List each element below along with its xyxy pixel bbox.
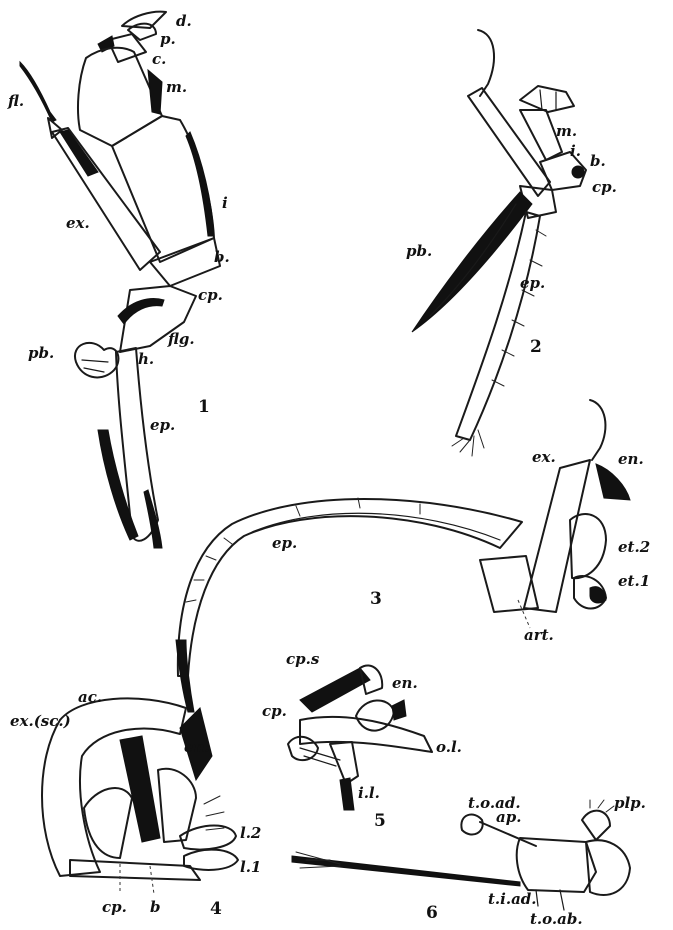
label-6-tiad: t.i.ad. [488, 890, 537, 908]
label-1-fl: fl. [7, 92, 24, 110]
figure-1-labels: d. p. c. m. fl. i ex. b. cp. flg. pb. h.… [7, 12, 230, 434]
label-3-en: en. [618, 450, 644, 468]
figure-3-drawing [176, 400, 630, 712]
label-2-i: i. [570, 142, 581, 160]
figure-2-number: 2 [530, 337, 542, 357]
figure-6-labels: t.o.ad. ap. plp. t.i.ad. t.o.ab. 6 [426, 794, 646, 928]
label-4-cp: cp. [102, 898, 127, 916]
label-4-l2: l.2 [240, 824, 261, 842]
label-1-pb: pb. [28, 344, 54, 362]
label-1-cp: cp. [198, 286, 223, 304]
label-3-ep: ep. [272, 534, 297, 552]
label-5-cps: cp.s [286, 650, 320, 668]
label-6-toab: t.o.ab. [530, 910, 583, 928]
label-4-ac: ac. [78, 688, 102, 706]
label-5-ol: o.l. [436, 738, 462, 756]
label-3-ex: ex. [532, 448, 556, 466]
label-4-b: b [150, 898, 161, 916]
figure-1-number: 1 [198, 397, 210, 417]
label-1-h: h. [138, 350, 154, 368]
label-1-ep: ep. [150, 416, 175, 434]
label-2-cp: cp. [592, 178, 617, 196]
label-2-ep: ep. [520, 274, 545, 292]
label-5-cp: cp. [262, 702, 287, 720]
label-4-en: en. [184, 738, 210, 756]
label-1-c: c. [152, 50, 166, 68]
label-1-d: d. [176, 12, 192, 30]
label-4-ex: ex.(sc.) [10, 712, 71, 730]
label-1-ex: ex. [66, 214, 90, 232]
figure-3-labels: ex. en. et.2 et.1 ep. art. 3 [272, 448, 650, 644]
figure-2-drawing [412, 30, 586, 456]
label-1-p: p. [160, 30, 176, 48]
label-6-ap: ap. [496, 808, 521, 826]
label-3-et2: et.2 [618, 538, 650, 556]
figure-4-number: 4 [210, 899, 222, 919]
label-4-l1: l.1 [240, 858, 261, 876]
figure-1-drawing [20, 12, 220, 548]
figure-6-drawing [292, 800, 630, 895]
figure-3-number: 3 [370, 589, 382, 609]
figure-5-number: 5 [374, 811, 386, 831]
label-3-et1: et.1 [618, 572, 650, 590]
label-6-plp: plp. [614, 794, 646, 812]
label-5-il: i.l. [358, 784, 380, 802]
label-1-b: b. [214, 248, 230, 266]
label-3-art: art. [524, 626, 554, 644]
label-1-i: i [222, 194, 228, 212]
label-1-m: m. [166, 78, 187, 96]
label-2-pb: pb. [406, 242, 432, 260]
figure-6-number: 6 [426, 903, 438, 923]
label-1-flg: flg. [167, 330, 195, 348]
label-2-b: b. [590, 152, 606, 170]
figure-4-drawing [42, 698, 238, 894]
label-5-en: en. [392, 674, 418, 692]
label-2-m: m. [556, 122, 577, 140]
